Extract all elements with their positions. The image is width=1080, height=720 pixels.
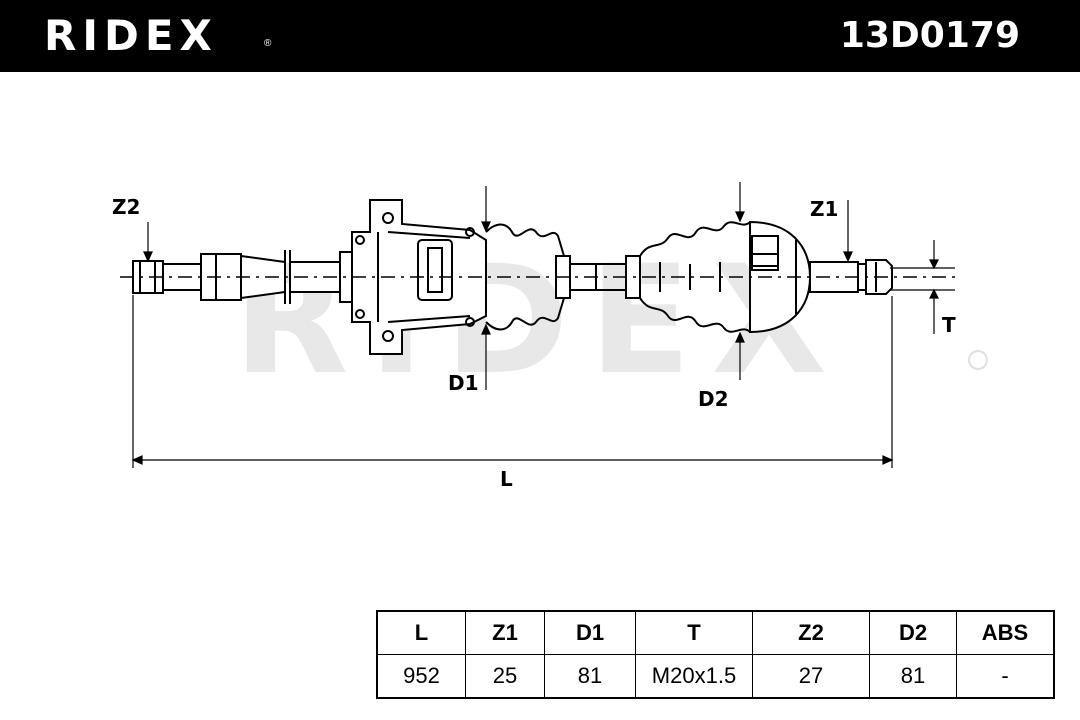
spec-header-abs: ABS	[956, 610, 1055, 655]
brand-logo: RIDEX	[44, 11, 218, 60]
spec-header-t: T	[635, 610, 753, 655]
watermark-reg-icon	[968, 350, 988, 370]
registered-mark: ®	[264, 38, 272, 49]
spec-header-d1: D1	[544, 610, 636, 655]
dimension-lines	[131, 182, 955, 468]
spec-header-z1: Z1	[465, 610, 545, 655]
spec-value-row: 952 25 81 M20x1.5 27 81 -	[376, 654, 1055, 699]
spec-value-abs: -	[956, 654, 1055, 699]
label-t: T	[942, 313, 956, 337]
label-d2: D2	[698, 387, 729, 411]
drive-shaft-drawing: RIDEX	[112, 182, 988, 491]
label-l: L	[500, 467, 513, 491]
dimension-labels: Z2 Z1 D1 D2 T L	[112, 195, 956, 491]
spec-value-d1: 81	[544, 654, 636, 699]
spec-value-l: 952	[376, 654, 466, 699]
label-z1: Z1	[810, 197, 838, 221]
spec-header-z2: Z2	[752, 610, 870, 655]
header-bar: RIDEX ® 13D0179	[0, 0, 1080, 72]
label-z2: Z2	[112, 195, 140, 219]
spec-value-z2: 27	[752, 654, 870, 699]
part-number: 13D0179	[839, 15, 1020, 56]
label-d1: D1	[448, 371, 479, 395]
spec-header-l: L	[376, 610, 466, 655]
spec-value-d2: 81	[869, 654, 957, 699]
spec-table: L Z1 D1 T Z2 D2 ABS 952 25 81 M20x1.5 27…	[376, 610, 1055, 699]
spec-header-row: L Z1 D1 T Z2 D2 ABS	[376, 610, 1055, 655]
spec-value-t: M20x1.5	[635, 654, 753, 699]
spec-value-z1: 25	[465, 654, 545, 699]
spec-header-d2: D2	[869, 610, 957, 655]
